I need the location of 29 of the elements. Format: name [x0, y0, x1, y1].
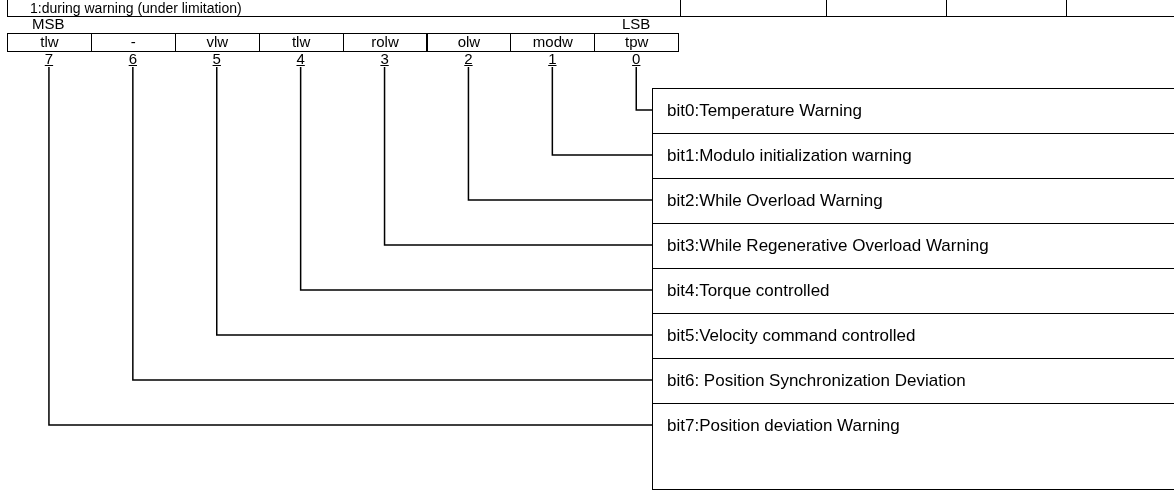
table-text: 1:during warning (under limitation): [30, 0, 242, 16]
register-field: modw: [510, 33, 596, 52]
register-field: -: [90, 33, 176, 52]
register-field: vlw: [174, 33, 260, 52]
leader-line: [383, 66, 653, 246]
leader-line: [299, 66, 653, 291]
leader-line: [467, 66, 653, 201]
leader-line: [551, 66, 653, 156]
msb-label: MSB: [32, 16, 65, 32]
register-field: tpw: [594, 33, 680, 52]
bit-number: 6: [126, 51, 139, 67]
leader-line: [635, 66, 653, 111]
description-box: bit0:Temperature Warning: [652, 88, 1174, 134]
bit-number: 4: [294, 51, 307, 67]
register-field: tlw: [258, 33, 344, 52]
bit-number: 3: [378, 51, 391, 67]
register-field: rolw: [342, 33, 428, 52]
bit-number: 2: [462, 51, 475, 67]
description-box: bit7:Position deviation Warning: [652, 403, 1174, 490]
bit-number: 1: [546, 51, 559, 67]
register-field: tlw: [7, 33, 92, 52]
bit-number: 7: [42, 51, 55, 67]
bit-number: 5: [210, 51, 223, 67]
register-field: olw: [426, 33, 512, 52]
leader-line: [48, 66, 653, 426]
leader-line: [216, 66, 653, 336]
bit-number: 0: [630, 51, 643, 67]
lsb-label: LSB: [622, 16, 651, 32]
leader-line: [132, 66, 653, 381]
